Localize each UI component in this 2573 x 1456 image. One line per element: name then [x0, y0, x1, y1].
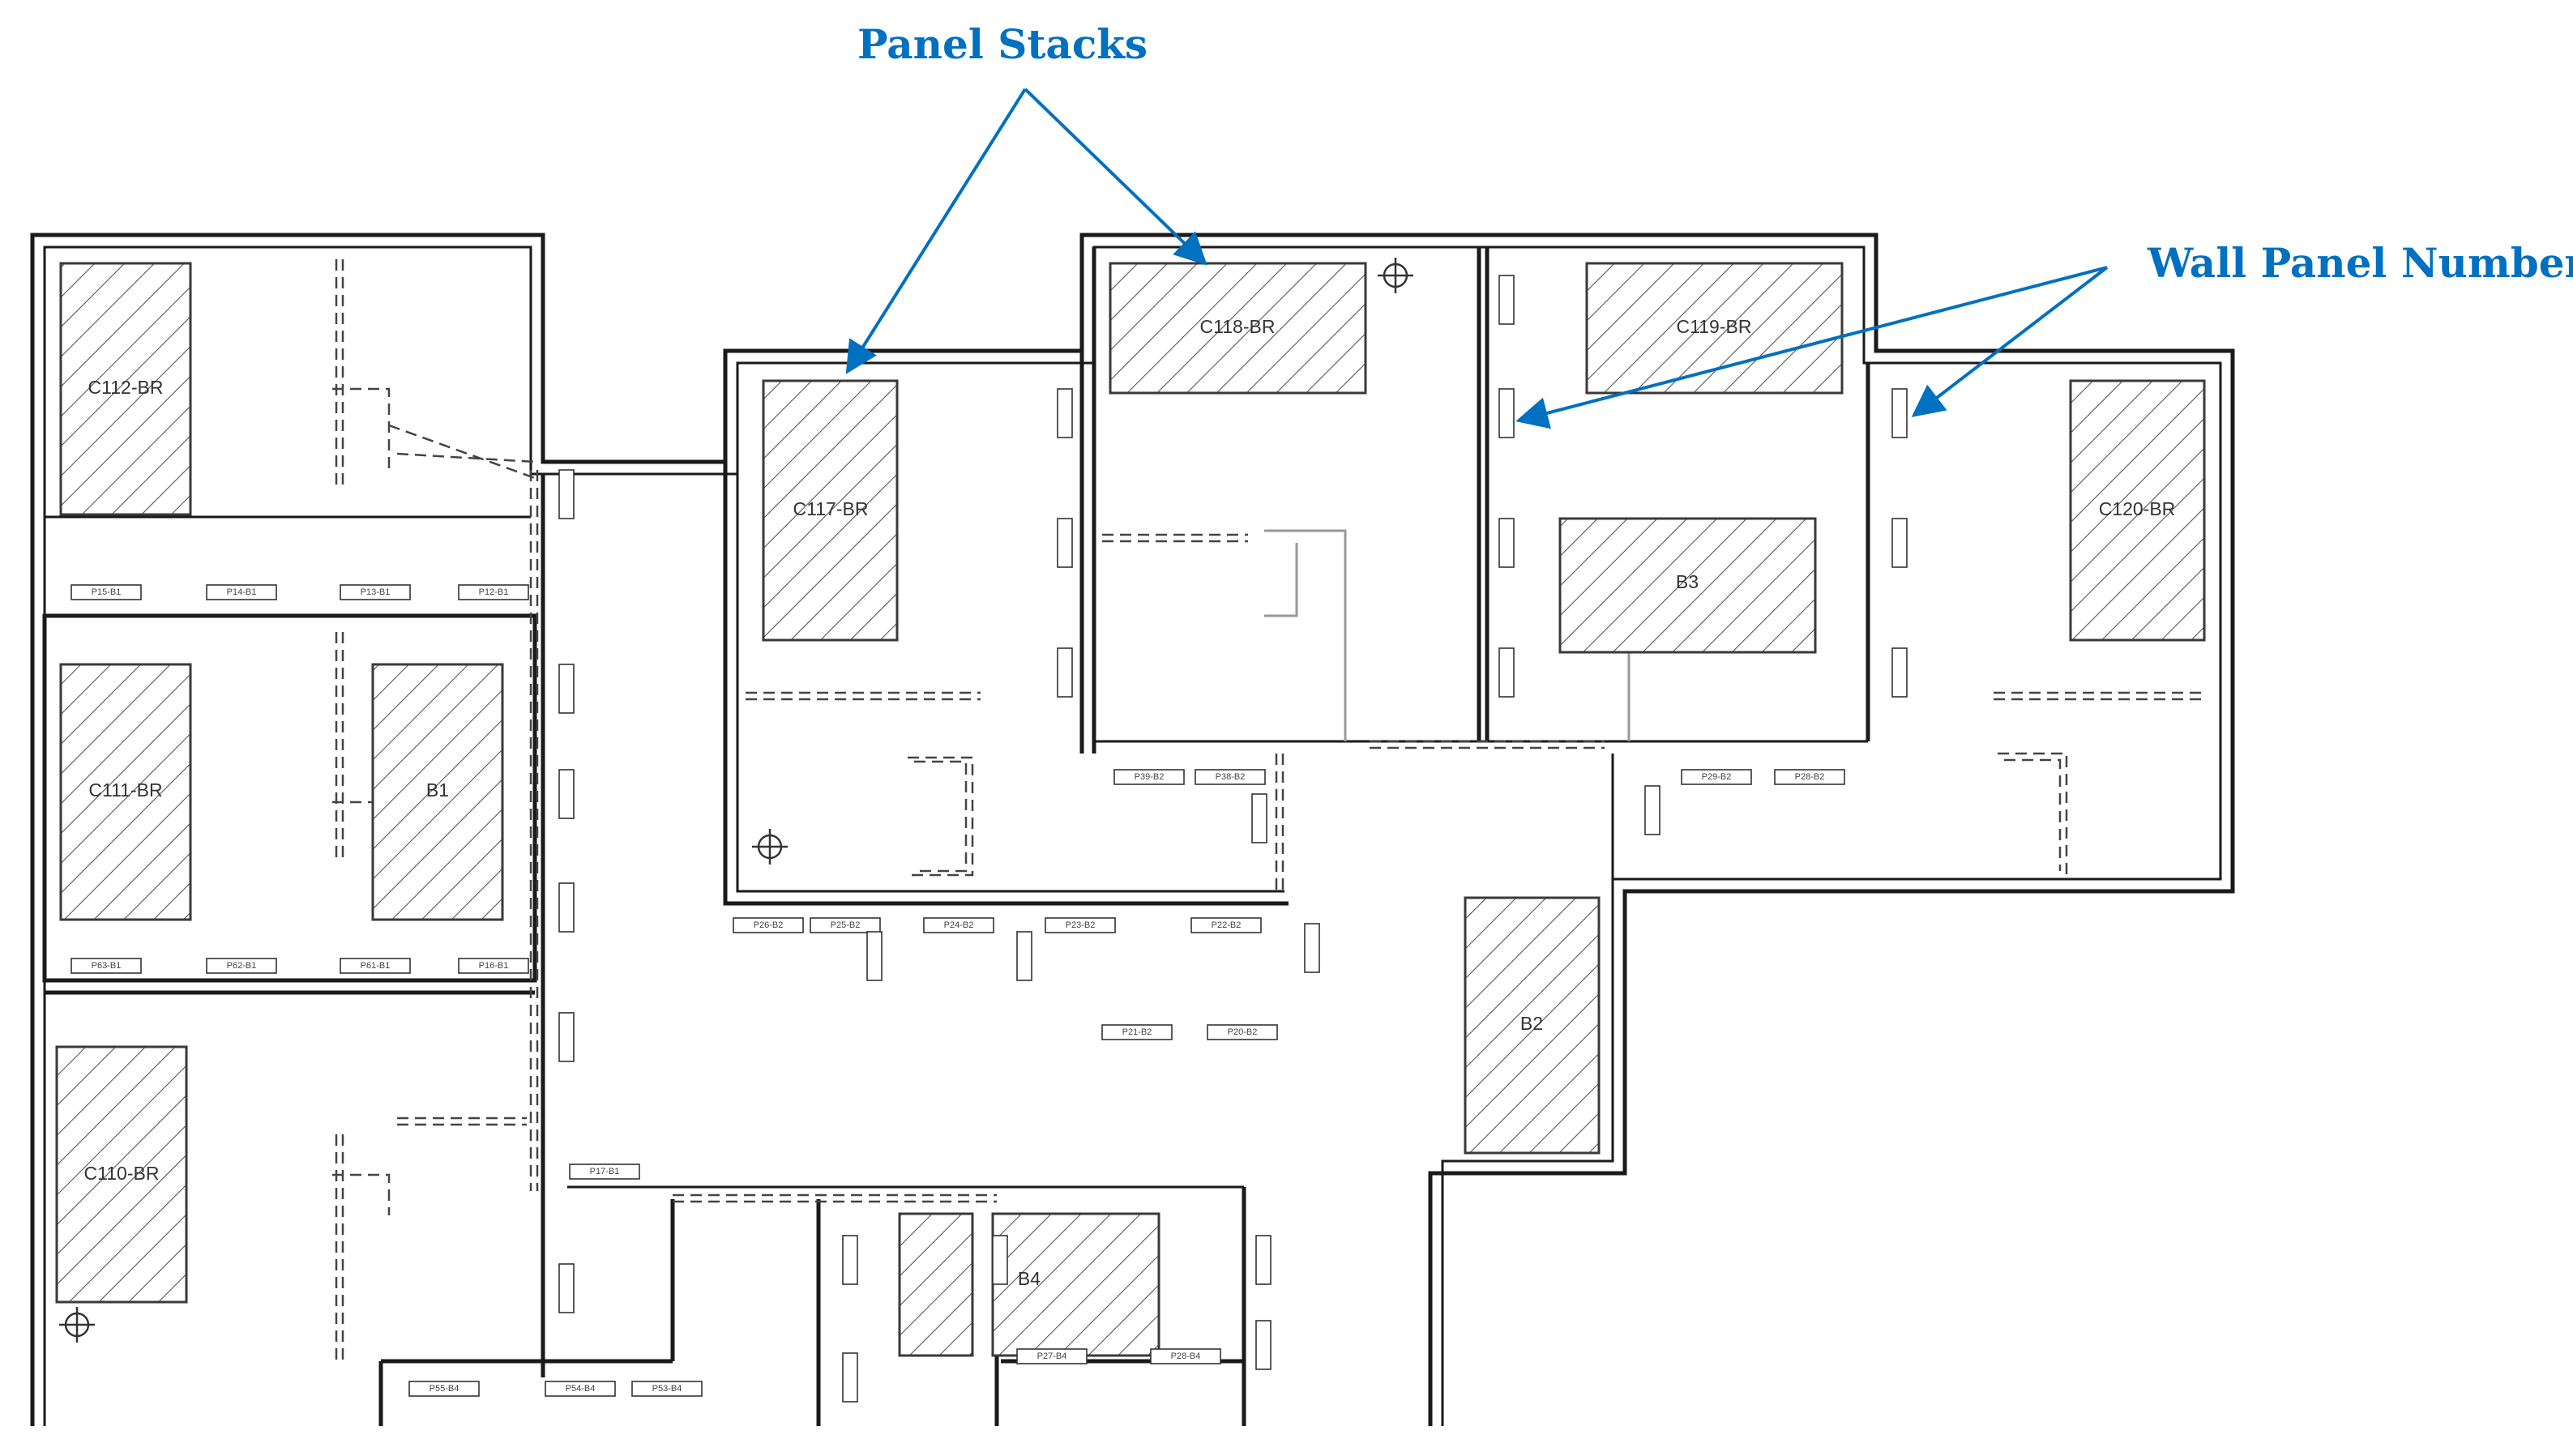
- panel-tag: P54-B4: [545, 1381, 616, 1397]
- svg-text:P24-B2: P24-B2: [944, 920, 974, 930]
- stack-C110-BR: C110-BR: [55, 1045, 188, 1304]
- wall-panel-number-title: Wall Panel Number: [2147, 239, 2573, 287]
- panel-stacks-title: Panel Stacks: [857, 20, 1148, 68]
- svg-text:P13-B1: P13-B1: [361, 587, 391, 597]
- svg-text:P15-B1: P15-B1: [92, 587, 122, 597]
- panel-tag: P13-B1: [340, 584, 411, 600]
- svg-text:C117-BR: C117-BR: [793, 498, 869, 519]
- panel-tag: P39-B2: [1113, 769, 1185, 785]
- svg-text:P20-B2: P20-B2: [1228, 1027, 1258, 1037]
- panel-tag: P16-B1: [458, 958, 529, 974]
- stack-C120-BR: C120-BR: [2069, 379, 2206, 642]
- panel-tag: P38-B2: [1195, 769, 1266, 785]
- svg-text:P23-B2: P23-B2: [1066, 920, 1096, 930]
- panel-tag: P28-B2: [1774, 769, 1845, 785]
- stack-C119-BR: C119-BR: [1585, 262, 1844, 395]
- panel-tag: P55-B4: [408, 1381, 480, 1397]
- panel-tag: P15-B1: [71, 584, 142, 600]
- panel-tag: P29-B2: [1681, 769, 1752, 785]
- svg-text:P27-B4: P27-B4: [1037, 1351, 1067, 1361]
- panel-tag: P20-B2: [1207, 1024, 1278, 1040]
- crosshair-markers: [59, 258, 1413, 1343]
- callout-wall-panel-number: Wall Panel Number: [1515, 239, 2573, 429]
- panel-tag: P24-B2: [923, 917, 994, 933]
- svg-text:C110-BR: C110-BR: [84, 1163, 160, 1184]
- svg-text:P38-B2: P38-B2: [1216, 772, 1246, 782]
- panel-tag: P28-B4: [1150, 1348, 1221, 1364]
- stack-B4: B4: [898, 1212, 1160, 1357]
- panel-tag: P26-B2: [733, 917, 804, 933]
- dashed-walls: [332, 259, 2204, 1361]
- svg-text:B3: B3: [1676, 571, 1699, 592]
- svg-text:P12-B1: P12-B1: [479, 587, 509, 597]
- svg-text:P26-B2: P26-B2: [754, 920, 784, 930]
- panel-tag: P25-B2: [810, 917, 881, 933]
- panel-tag: P23-B2: [1045, 917, 1116, 933]
- panel-tag: P17-B1: [569, 1164, 640, 1180]
- stack-B1: B1: [371, 663, 504, 921]
- svg-text:P22-B2: P22-B2: [1212, 920, 1242, 930]
- svg-text:C120-BR: C120-BR: [2099, 498, 2176, 519]
- svg-text:C118-BR: C118-BR: [1200, 316, 1276, 337]
- panel-stacks: C112-BR C111-BR C110-BR B1 C117-BR C118-…: [55, 262, 2206, 1357]
- svg-text:B4: B4: [1018, 1268, 1041, 1289]
- svg-text:P29-B2: P29-B2: [1702, 772, 1732, 782]
- svg-text:B1: B1: [426, 779, 449, 801]
- svg-text:P21-B2: P21-B2: [1122, 1027, 1152, 1037]
- panel-tag: P62-B1: [206, 958, 277, 974]
- svg-text:P55-B4: P55-B4: [430, 1384, 459, 1394]
- svg-text:P62-B1: P62-B1: [227, 961, 257, 971]
- panel-tag: P61-B1: [340, 958, 411, 974]
- svg-text:C112-BR: C112-BR: [88, 377, 164, 398]
- panel-tag: P27-B4: [1016, 1348, 1088, 1364]
- svg-text:P14-B1: P14-B1: [227, 587, 257, 597]
- vertical-panel-tags: [558, 275, 1908, 1403]
- stack-B2: B2: [1464, 896, 1601, 1155]
- svg-text:B2: B2: [1520, 1013, 1543, 1034]
- panel-tag: P21-B2: [1101, 1024, 1173, 1040]
- svg-text:P28-B2: P28-B2: [1795, 772, 1825, 782]
- stack-C117-BR: C117-BR: [762, 379, 899, 642]
- svg-text:P61-B1: P61-B1: [361, 961, 391, 971]
- svg-text:P28-B4: P28-B4: [1171, 1351, 1201, 1361]
- panel-tag: P14-B1: [206, 584, 277, 600]
- svg-text:P25-B2: P25-B2: [831, 920, 861, 930]
- svg-text:P39-B2: P39-B2: [1135, 772, 1165, 782]
- stack-C118-BR: C118-BR: [1109, 262, 1367, 395]
- stack-C112-BR: C112-BR: [59, 262, 192, 516]
- svg-text:P16-B1: P16-B1: [479, 961, 509, 971]
- svg-text:P54-B4: P54-B4: [566, 1384, 596, 1394]
- svg-text:P53-B4: P53-B4: [652, 1384, 682, 1394]
- stack-C111-BR: C111-BR: [59, 663, 192, 921]
- callout-panel-stacks: Panel Stacks: [845, 20, 1207, 374]
- panel-tag: P12-B1: [458, 584, 529, 600]
- stack-B3: B3: [1558, 517, 1817, 654]
- svg-text:C119-BR: C119-BR: [1677, 316, 1752, 337]
- svg-text:P17-B1: P17-B1: [590, 1167, 620, 1176]
- wall-panel-tags: P15-B1 P14-B1 P13-B1 P12-B1 P63-B1 P62-B…: [71, 584, 1845, 1397]
- panel-tag: P63-B1: [71, 958, 142, 974]
- svg-text:C111-BR: C111-BR: [88, 779, 162, 801]
- panel-tag: P53-B4: [631, 1381, 703, 1397]
- panel-tag: P22-B2: [1190, 917, 1262, 933]
- svg-text:P63-B1: P63-B1: [92, 961, 122, 971]
